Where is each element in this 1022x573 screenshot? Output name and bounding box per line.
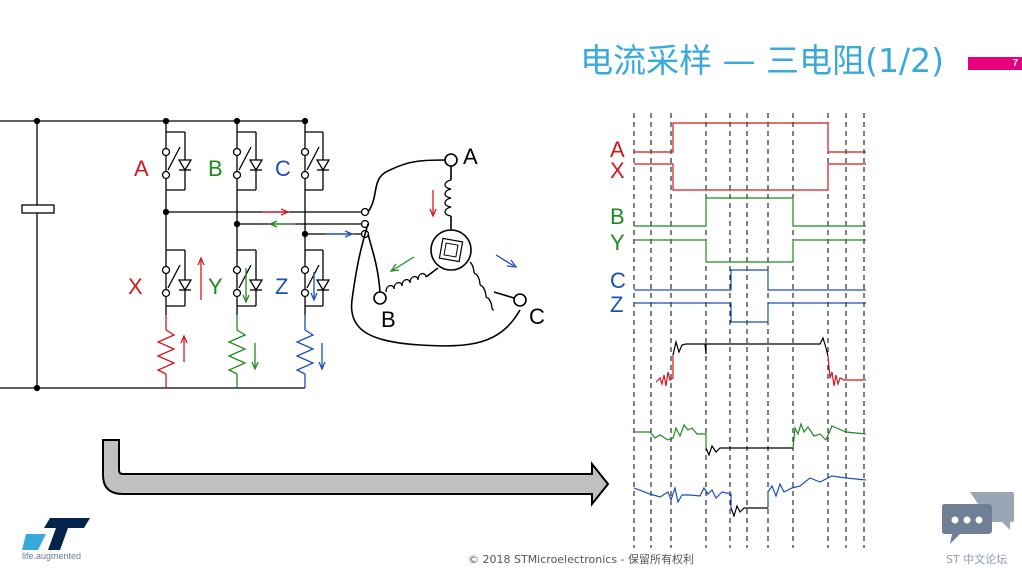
wave-label-b: B [610,204,625,229]
switch-label-y: Y [208,274,223,299]
switch-b-upper [232,131,264,191]
switch-z-lower [300,249,331,307]
current-arrows [197,208,354,304]
shunt-resistor-b [227,315,259,388]
slide-title: 电流采样 — 三电阻(1/2) [580,41,944,80]
pwm-waveform-a [634,122,866,191]
shunt-trace-c [633,475,867,518]
switch-label-z: Z [275,274,288,299]
motor-terminal-labels: A B C [381,144,545,332]
wave-label-y: Y [610,230,625,255]
switch-label-x: X [128,274,143,299]
pwm-waveform-b [634,197,866,263]
copyright-footer: © 2018 STMicroelectronics - 保留所有权利 [468,553,695,566]
shunt-trace-b [634,422,867,457]
switch-c-upper [300,131,331,191]
motor [350,153,527,347]
process-arrow [102,439,610,507]
switch-y-lower [232,249,264,307]
motor-current-arrows [389,190,518,272]
wave-label-z: Z [610,292,623,317]
shunt-trace-a [655,336,866,387]
switch-x-lower [161,249,193,307]
logo-tagline: life.augmented [22,551,82,561]
switch-label-b: B [208,156,223,181]
shunt-resistor-c [295,315,326,388]
motor-terminal-a: A [463,144,478,169]
timing-dashed-lines [633,113,865,548]
motor-terminal-b: B [381,307,396,332]
switch-labels: A B C X Y Z [128,156,291,299]
waveform-labels: A X B Y C Z [610,137,626,317]
forum-label[interactable]: ST 中文论坛 [946,553,1008,566]
page-number-badge: 7 [968,57,1022,70]
wave-label-x: X [610,158,625,183]
switch-label-a: A [134,156,149,181]
chat-bubble-icon[interactable] [940,490,1016,546]
pwm-waveform-c [634,269,866,323]
st-logo [22,518,90,550]
switch-a-upper [161,131,193,191]
switch-label-c: C [275,156,291,181]
shunt-resistor-a [156,315,188,388]
motor-terminal-c: C [529,304,545,329]
wave-label-a: A [610,137,625,162]
wave-label-c: C [610,268,626,293]
